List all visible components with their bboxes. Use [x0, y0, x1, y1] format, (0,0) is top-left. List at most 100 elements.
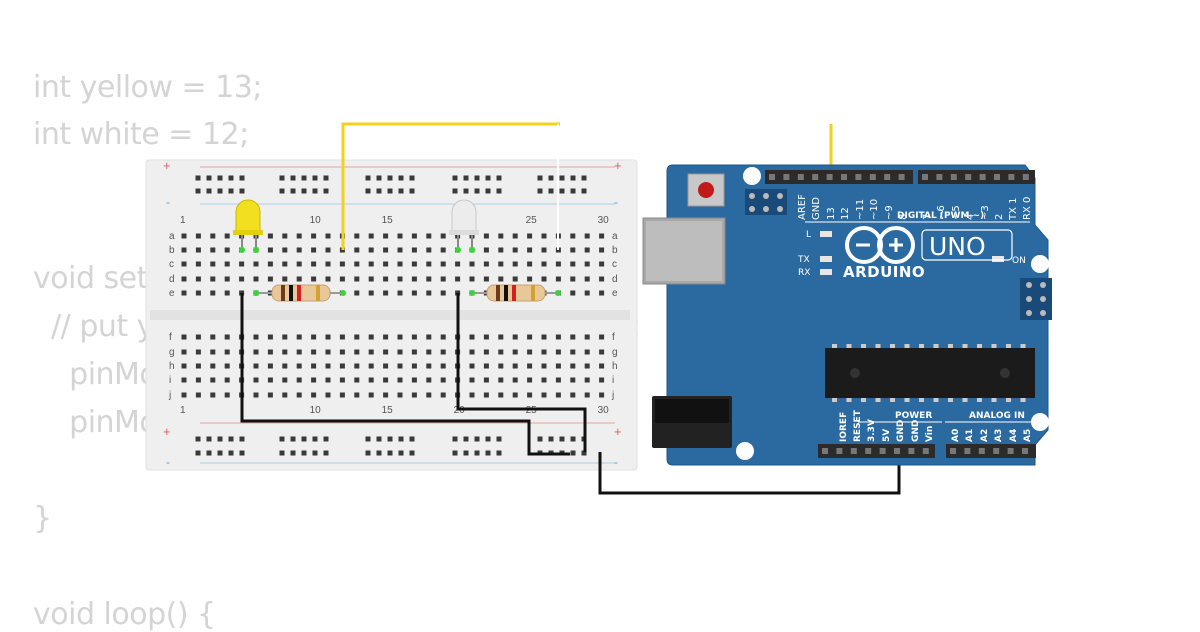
- breadboard-hole[interactable]: [354, 290, 360, 296]
- breadboard-hole[interactable]: [555, 276, 561, 282]
- breadboard-hole[interactable]: [354, 334, 360, 340]
- rail-hole[interactable]: [474, 450, 480, 456]
- breadboard-hole[interactable]: [195, 290, 201, 296]
- breadboard-hole[interactable]: [181, 233, 187, 239]
- breadboard-hole[interactable]: [483, 349, 489, 355]
- breadboard-hole[interactable]: [325, 261, 331, 267]
- rail-hole[interactable]: [409, 436, 415, 442]
- rail-hole[interactable]: [548, 175, 554, 181]
- breadboard-hole[interactable]: [383, 363, 389, 369]
- breadboard-hole[interactable]: [354, 233, 360, 239]
- breadboard-hole[interactable]: [181, 392, 187, 398]
- rail-hole[interactable]: [290, 436, 296, 442]
- breadboard-hole[interactable]: [368, 247, 374, 253]
- breadboard-hole[interactable]: [426, 233, 432, 239]
- breadboard-hole[interactable]: [555, 349, 561, 355]
- rail-hole[interactable]: [398, 436, 404, 442]
- rail-hole[interactable]: [312, 436, 318, 442]
- breadboard-hole[interactable]: [397, 261, 403, 267]
- rail-hole[interactable]: [323, 450, 329, 456]
- rail-hole[interactable]: [195, 450, 201, 456]
- breadboard-hole[interactable]: [584, 276, 590, 282]
- breadboard-hole[interactable]: [498, 392, 504, 398]
- rail-hole[interactable]: [485, 188, 491, 194]
- rail-hole[interactable]: [387, 188, 393, 194]
- rail-hole[interactable]: [452, 436, 458, 442]
- rail-hole[interactable]: [581, 450, 587, 456]
- breadboard-hole[interactable]: [383, 377, 389, 383]
- rail-hole[interactable]: [474, 188, 480, 194]
- rail-hole[interactable]: [463, 188, 469, 194]
- breadboard-hole[interactable]: [253, 349, 259, 355]
- breadboard-hole[interactable]: [512, 363, 518, 369]
- rail-hole[interactable]: [496, 175, 502, 181]
- digital-header-right[interactable]: [918, 170, 1035, 184]
- breadboard-hole[interactable]: [469, 349, 475, 355]
- breadboard-hole[interactable]: [339, 261, 345, 267]
- rail-hole[interactable]: [301, 188, 307, 194]
- breadboard-hole[interactable]: [570, 334, 576, 340]
- rail-hole[interactable]: [485, 450, 491, 456]
- breadboard-hole[interactable]: [267, 349, 273, 355]
- breadboard-hole[interactable]: [354, 349, 360, 355]
- led-white[interactable]: [449, 199, 479, 253]
- breadboard-hole[interactable]: [383, 392, 389, 398]
- breadboard-hole[interactable]: [195, 276, 201, 282]
- breadboard-hole[interactable]: [224, 377, 230, 383]
- rail-hole[interactable]: [537, 188, 543, 194]
- breadboard-hole[interactable]: [584, 233, 590, 239]
- breadboard-hole[interactable]: [224, 290, 230, 296]
- breadboard-hole[interactable]: [383, 349, 389, 355]
- breadboard-hole[interactable]: [397, 276, 403, 282]
- breadboard-hole[interactable]: [224, 349, 230, 355]
- breadboard-hole[interactable]: [368, 276, 374, 282]
- rail-hole[interactable]: [398, 450, 404, 456]
- rail-hole[interactable]: [559, 436, 565, 442]
- breadboard-hole[interactable]: [267, 334, 273, 340]
- rail-hole[interactable]: [290, 175, 296, 181]
- breadboard-hole[interactable]: [512, 392, 518, 398]
- breadboard-hole[interactable]: [555, 334, 561, 340]
- breadboard-hole[interactable]: [570, 363, 576, 369]
- black-wire-gnd[interactable]: [598, 452, 901, 495]
- analog-header[interactable]: [946, 444, 1036, 458]
- breadboard-hole[interactable]: [339, 392, 345, 398]
- breadboard-hole[interactable]: [397, 247, 403, 253]
- breadboard-hole[interactable]: [426, 377, 432, 383]
- rail-hole[interactable]: [206, 188, 212, 194]
- rail-hole[interactable]: [570, 175, 576, 181]
- breadboard-hole[interactable]: [368, 349, 374, 355]
- breadboard-hole[interactable]: [296, 392, 302, 398]
- rail-hole[interactable]: [452, 450, 458, 456]
- breadboard-hole[interactable]: [440, 261, 446, 267]
- rail-hole[interactable]: [195, 436, 201, 442]
- breadboard-hole[interactable]: [267, 363, 273, 369]
- breadboard-hole[interactable]: [469, 261, 475, 267]
- breadboard-hole[interactable]: [368, 377, 374, 383]
- rail-hole[interactable]: [485, 436, 491, 442]
- breadboard-hole[interactable]: [527, 363, 533, 369]
- breadboard-hole[interactable]: [527, 392, 533, 398]
- breadboard-hole[interactable]: [584, 290, 590, 296]
- rail-hole[interactable]: [312, 175, 318, 181]
- breadboard-hole[interactable]: [296, 363, 302, 369]
- breadboard-hole[interactable]: [440, 247, 446, 253]
- breadboard-hole[interactable]: [383, 334, 389, 340]
- breadboard-hole[interactable]: [253, 363, 259, 369]
- breadboard-hole[interactable]: [527, 261, 533, 267]
- breadboard-hole[interactable]: [555, 392, 561, 398]
- breadboard-hole[interactable]: [181, 247, 187, 253]
- breadboard-hole[interactable]: [426, 276, 432, 282]
- rail-hole[interactable]: [387, 175, 393, 181]
- breadboard-hole[interactable]: [210, 276, 216, 282]
- breadboard-hole[interactable]: [210, 392, 216, 398]
- breadboard-hole[interactable]: [483, 334, 489, 340]
- breadboard-hole[interactable]: [311, 261, 317, 267]
- breadboard-hole[interactable]: [440, 233, 446, 239]
- breadboard-hole[interactable]: [397, 334, 403, 340]
- breadboard-hole[interactable]: [311, 247, 317, 253]
- rail-hole[interactable]: [279, 450, 285, 456]
- breadboard-hole[interactable]: [282, 377, 288, 383]
- rail-hole[interactable]: [570, 436, 576, 442]
